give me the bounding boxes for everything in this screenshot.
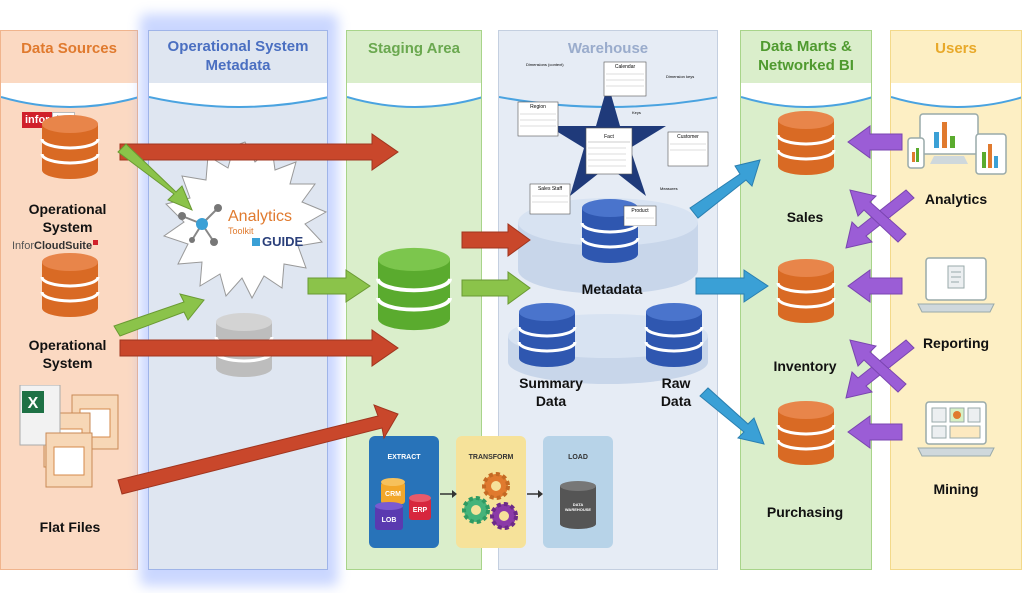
arrow-source1-to-staging [119, 133, 399, 171]
arrow-mining-to-purchasing [847, 415, 903, 449]
svg-text:CRM: CRM [385, 491, 401, 498]
svg-text:Fact: Fact [604, 134, 614, 140]
column-title-staging: Staging Area [368, 40, 460, 57]
star-schema: Fact Region Calendar Customer Sales Staf… [517, 61, 709, 226]
svg-text:Region: Region [530, 104, 546, 110]
etl-transform-box: TRANSFORM [456, 436, 526, 548]
svg-text:Dimension keys: Dimension keys [666, 74, 694, 79]
reporting-laptop-icon [917, 257, 995, 313]
arrow-source2-to-staging [119, 329, 399, 367]
label-analytics: Analytics [924, 191, 988, 207]
flat-files-icon: X [19, 385, 119, 488]
etl-extract-box: EXTRACT CRM ERP LOB [369, 436, 439, 548]
label-reporting: Reporting [922, 335, 990, 351]
column-arc [149, 83, 327, 108]
svg-text:ERP: ERP [413, 507, 428, 514]
arrow-source1-to-metadata [117, 143, 193, 211]
column-arc [1, 83, 137, 108]
column-arc [891, 83, 1021, 108]
analytics-devices-icon [907, 113, 1007, 175]
arrow-analytics-to-sales [847, 125, 903, 159]
arrow-mining-to-inventory-cross [849, 339, 907, 393]
label-mining: Mining [933, 481, 979, 497]
label-flat-files: Flat Files [39, 519, 101, 535]
svg-text:Product: Product [631, 208, 649, 214]
arrow-reporting-to-sales-cross [849, 189, 907, 243]
column-title-warehouse: Warehouse [567, 40, 649, 57]
label-metadata: Metadata [581, 281, 643, 297]
svg-text:Measures: Measures [660, 186, 678, 191]
arrow-staging-to-warehouse-red [461, 223, 531, 257]
svg-text:LOB: LOB [382, 517, 397, 524]
data-warehouse-cylinder-icon [560, 481, 596, 529]
arrow-metadata-to-staging [307, 269, 371, 303]
etl-flow-arrows [440, 490, 543, 498]
arrow-staging-to-warehouse-green [461, 271, 531, 305]
arrow-warehouse-to-sales [689, 159, 761, 219]
label-operational-system-1: Operational System [28, 201, 107, 235]
label-purchasing: Purchasing [766, 504, 844, 520]
column-arc [741, 83, 871, 108]
arrow-warehouse-to-inventory [695, 269, 769, 303]
arrow-reporting-to-inventory [847, 269, 903, 303]
column-title-users: Users [935, 40, 977, 57]
extract-databases-icon: CRM ERP LOB [375, 478, 431, 530]
label-inventory: Inventory [773, 358, 837, 374]
arrow-flatfiles-to-staging [117, 404, 399, 495]
svg-text:Customer: Customer [677, 134, 699, 140]
column-title-data-marts: Data Marts & Networked BI [758, 38, 854, 74]
column-title-operational-metadata: Operational System Metadata [167, 38, 309, 74]
analytics-toolkit-text: Analytics Toolkit GUIDE [228, 208, 304, 249]
infor-cloudsuite-logo: InforCloudSuite [12, 240, 99, 252]
gears-icon [462, 472, 518, 530]
analytics-toolkit-badge [162, 141, 328, 300]
svg-text:Sales Staff: Sales Staff [538, 186, 563, 192]
mining-laptop-icon [917, 401, 995, 457]
molecule-icon [178, 204, 222, 246]
column-title-data-sources: Data Sources [21, 40, 117, 57]
column-arc [347, 83, 481, 108]
svg-text:X: X [28, 395, 39, 412]
arrow-source2-to-metadata [113, 293, 205, 337]
svg-text:Calendar: Calendar [615, 64, 636, 70]
svg-text:Keys: Keys [632, 110, 641, 115]
guide-logo: GUIDE [252, 234, 303, 249]
label-sales: Sales [786, 209, 824, 225]
label-operational-system-2: Operational System [28, 337, 107, 371]
svg-text:Dimensions (context): Dimensions (context) [526, 62, 564, 67]
arrow-warehouse-to-purchasing [699, 387, 765, 445]
